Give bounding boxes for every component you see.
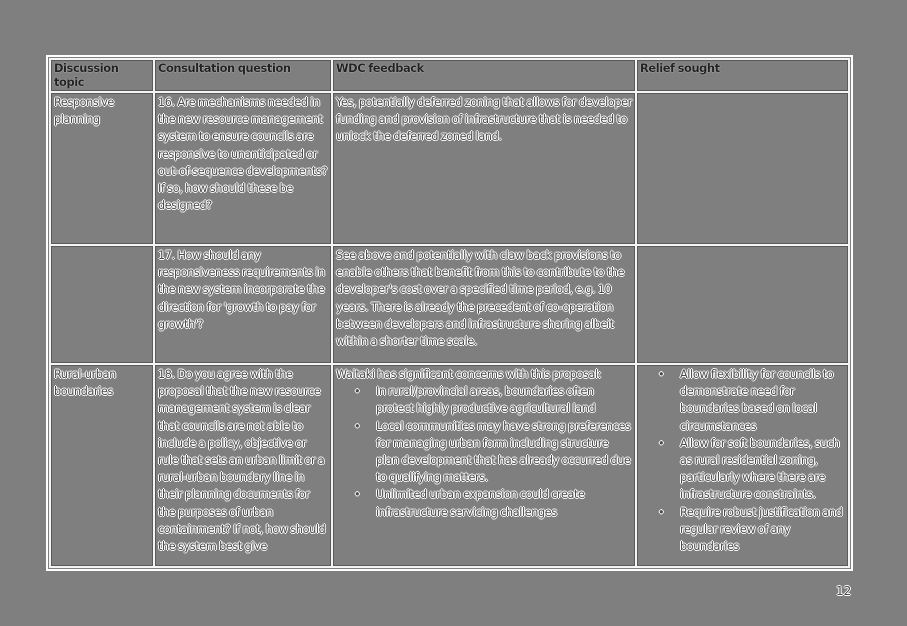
feedback-bullet: • Local communities may have strong pref… xyxy=(354,418,632,487)
consultation-table: Discussion topic Consultation question W… xyxy=(46,55,853,571)
table-row: Rural-urban boundaries 18. Do you agree … xyxy=(49,363,850,568)
question-cell: 17. How should any responsiveness requir… xyxy=(153,244,333,365)
relief-cell xyxy=(635,244,850,365)
header-consultation-question: Consultation question xyxy=(153,58,333,93)
relief-cell: • Allow flexibility for councils to demo… xyxy=(635,363,850,568)
feedback-cell: See above and potentially with claw back… xyxy=(331,244,637,365)
table-row: 17. How should any responsiveness requir… xyxy=(49,244,850,365)
topic-cell xyxy=(49,244,155,365)
bullet-text: Local communities may have strong prefer… xyxy=(376,419,631,485)
header-wdc-feedback: WDC feedback xyxy=(331,58,637,93)
question-cell: 16. Are mechanisms needed in the new res… xyxy=(153,91,333,246)
relief-bullet-list: • Allow flexibility for councils to demo… xyxy=(640,366,845,555)
relief-bullet: • Allow flexibility for councils to demo… xyxy=(658,366,845,435)
header-discussion-topic: Discussion topic xyxy=(49,58,155,93)
bullet-text: Allow flexibility for councils to demons… xyxy=(680,368,834,433)
feedback-bullet: • Unlimited urban expansion could create… xyxy=(354,486,632,520)
relief-cell xyxy=(635,91,850,246)
bullet-icon: • xyxy=(354,488,361,502)
relief-bullet: • Require robust justification and regul… xyxy=(658,504,845,556)
table-header-row: Discussion topic Consultation question W… xyxy=(49,58,850,93)
relief-bullet: • Allow for soft boundaries, such as rur… xyxy=(658,435,845,504)
feedback-bullet: • In rural/provincial areas, boundaries … xyxy=(354,383,632,417)
bullet-text: Allow for soft boundaries, such as rural… xyxy=(680,436,840,502)
bullet-text: Unlimited urban expansion could create i… xyxy=(376,488,585,519)
feedback-cell: Yes, potentially deferred zoning that al… xyxy=(331,91,637,246)
question-cell: 18. Do you agree with the proposal that … xyxy=(153,363,333,568)
bullet-icon: • xyxy=(354,385,361,399)
bullet-text: Require robust justification and regular… xyxy=(680,505,843,554)
feedback-intro: Waitaki has significant concerns with th… xyxy=(336,368,602,381)
topic-cell: Responsive planning xyxy=(49,91,155,246)
header-relief-sought: Relief sought xyxy=(635,58,850,93)
topic-cell: Rural-urban boundaries xyxy=(49,363,155,568)
feedback-cell: Waitaki has significant concerns with th… xyxy=(331,363,637,568)
bullet-icon: • xyxy=(658,436,665,450)
table-row: Responsive planning 16. Are mechanisms n… xyxy=(49,91,850,246)
feedback-bullet-list: • In rural/provincial areas, boundaries … xyxy=(336,383,632,521)
bullet-icon: • xyxy=(658,505,665,519)
page-number: 12 xyxy=(836,584,852,598)
bullet-icon: • xyxy=(658,368,665,381)
bullet-text: In rural/provincial areas, boundaries of… xyxy=(376,385,596,416)
bullet-icon: • xyxy=(354,419,361,433)
